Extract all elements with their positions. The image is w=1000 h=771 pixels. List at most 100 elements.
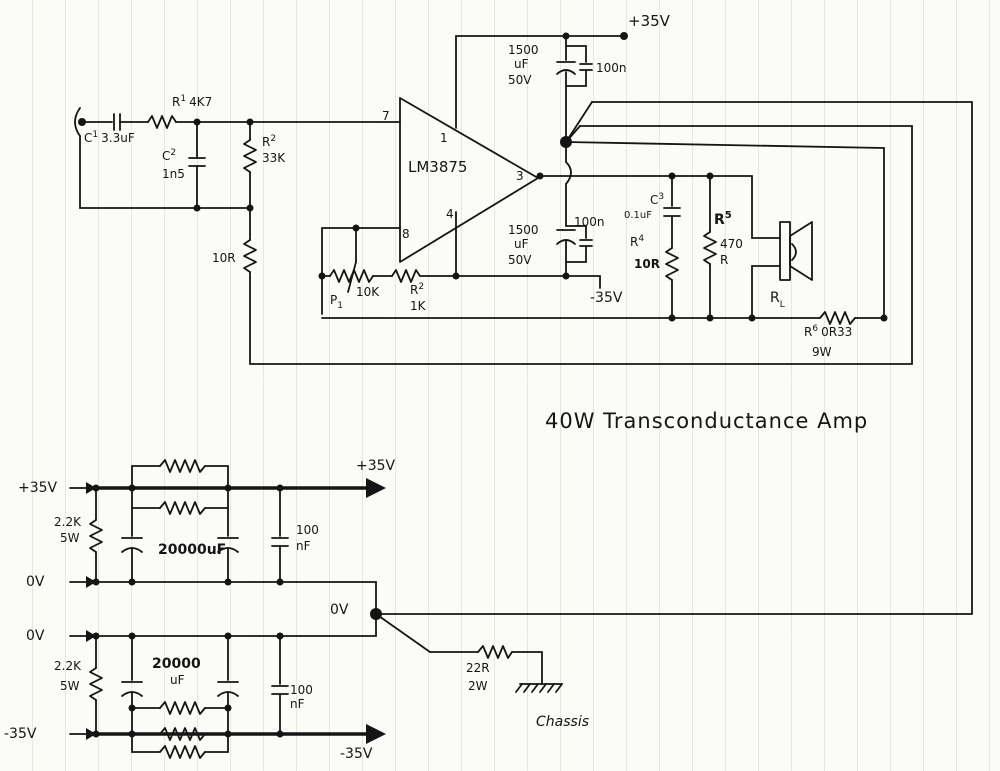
cap-top-val2: uF [514, 57, 529, 71]
resistor-2k2-top-icon [89, 519, 103, 553]
chassis-ground-icon [515, 683, 563, 693]
pin-1: 1 [440, 131, 448, 145]
ic-label: LM3875 [408, 158, 467, 176]
amplifier-circuit [74, 32, 973, 615]
r6-watt: 9W [812, 345, 832, 359]
psu-chassis: Chassis [536, 714, 589, 730]
r2b-label: R [410, 283, 418, 297]
resistor-1k-icon [391, 269, 421, 283]
capacitor-c3-icon [663, 207, 681, 217]
arrow-pos-out-icon [366, 478, 386, 498]
psu-zero-bottom: 0V [26, 628, 45, 644]
c2-value: 1n5 [162, 167, 185, 181]
diagram-title: 40W Transconductance Amp [545, 409, 868, 433]
capacitor-100nf-bottom-icon [271, 685, 289, 695]
psu-zero-top: 0V [26, 574, 45, 590]
r1-sup: 1 [180, 94, 186, 104]
svg-text:R4: R4 [630, 234, 644, 249]
psu-r-top-w: 5W [60, 531, 80, 545]
resistor-psu-top-1-icon [159, 459, 206, 473]
svg-text:RL: RL [770, 290, 785, 310]
vpos-label: +35V [628, 12, 671, 30]
psu-r-chassis-w: 2W [468, 679, 488, 693]
resistor-10r-icon [243, 239, 257, 273]
resistor-psu-bottom-3-icon [159, 745, 206, 759]
r2b-sup: 2 [418, 282, 424, 292]
resistor-r2-icon [243, 139, 257, 173]
c1-sup: 1 [92, 130, 98, 140]
resistor-22r-icon [477, 645, 513, 659]
psu-small-cap-top2: nF [296, 539, 311, 553]
capacitor-1500uf-top-icon [556, 61, 576, 75]
vneg-label: -35V [590, 290, 623, 306]
c2-label: C [162, 149, 170, 163]
c2-sup: 2 [170, 148, 176, 158]
psu-r-bot-val: 2.2K [54, 659, 82, 673]
resistor-psu-bottom-1-icon [159, 701, 206, 715]
arrow-neg-out-icon [366, 724, 386, 744]
r1-value: 4K7 [189, 95, 212, 109]
resistor-r6-icon [819, 311, 856, 325]
rl-sub: L [780, 300, 785, 310]
r2-sup: 2 [270, 134, 276, 144]
r10-label: 10R [212, 251, 236, 265]
psu-r-bot-w: 5W [60, 679, 80, 693]
pin-7: 7 [382, 109, 390, 123]
svg-text:R5: R5 [714, 210, 732, 228]
r5-value1: 470 [720, 237, 743, 251]
c3-value: 0.1uF [624, 210, 652, 221]
arrow-zero-top-icon [86, 576, 96, 588]
labels: 40W Transconductance Amp LM3875 7 1 3 4 … [4, 12, 868, 762]
pin-8: 8 [402, 227, 410, 241]
cap-bot-val1: 1500 [508, 223, 539, 237]
r5-sup: 5 [725, 210, 732, 221]
pin-4: 4 [446, 207, 454, 221]
r6-value: 0R33 [821, 325, 852, 339]
cap-top-val1: 1500 [508, 43, 539, 57]
resistor-r1-icon [147, 115, 177, 129]
psu-small-cap-bot1: 100 [290, 683, 313, 697]
r4-label: R [630, 235, 638, 249]
arrow-neg-in-icon [86, 728, 96, 740]
svg-text:C3: C3 [650, 192, 664, 207]
resistor-psu-top-3-icon [159, 501, 206, 515]
r5-value2: R [720, 253, 728, 267]
svg-text:C2: C2 [162, 148, 176, 163]
psu-big-cap-bot2: uF [170, 673, 185, 687]
capacitor-c2-icon [188, 157, 206, 167]
svg-text:C13.3uF: C13.3uF [84, 130, 135, 145]
c1-label: C [84, 131, 92, 145]
c1-value: 3.3uF [101, 131, 135, 145]
p1-sub: 1 [337, 301, 343, 311]
r2-label: R [262, 135, 270, 149]
svg-text:P1: P1 [330, 293, 343, 311]
svg-text:R2: R2 [262, 134, 276, 149]
p1-value: 10K [356, 285, 380, 299]
psu-zero-center: 0V [330, 602, 349, 618]
pin-3: 3 [516, 169, 524, 183]
rl-label: R [770, 290, 780, 306]
arrow-pos-in-icon [86, 482, 96, 494]
psu-neg-out: -35V [340, 746, 373, 762]
psu-pos-in: +35V [18, 480, 58, 496]
c3-label: C [650, 193, 658, 207]
c3-sup: 3 [658, 192, 664, 202]
p1-label: P [330, 293, 337, 307]
resistor-r5-icon [703, 231, 717, 265]
psu-r-top-val: 2.2K [54, 515, 82, 529]
psu-big-cap-top: 20000uF [158, 542, 226, 558]
r4-value: 10R [634, 257, 660, 271]
capacitor-100nf-top-icon [271, 537, 289, 547]
lm3875-opamp-icon [399, 97, 539, 263]
psu-neg-in: -35V [4, 726, 37, 742]
svg-text:R2: R2 [410, 282, 424, 297]
psu-pos-out: +35V [356, 458, 396, 474]
r5-label: R [714, 212, 725, 228]
r4-sup: 4 [638, 234, 644, 244]
speaker-icon [779, 221, 813, 281]
psu-r-chassis-val: 22R [466, 661, 490, 675]
cap-top-small: 100n [596, 61, 627, 75]
psu-small-cap-top1: 100 [296, 523, 319, 537]
